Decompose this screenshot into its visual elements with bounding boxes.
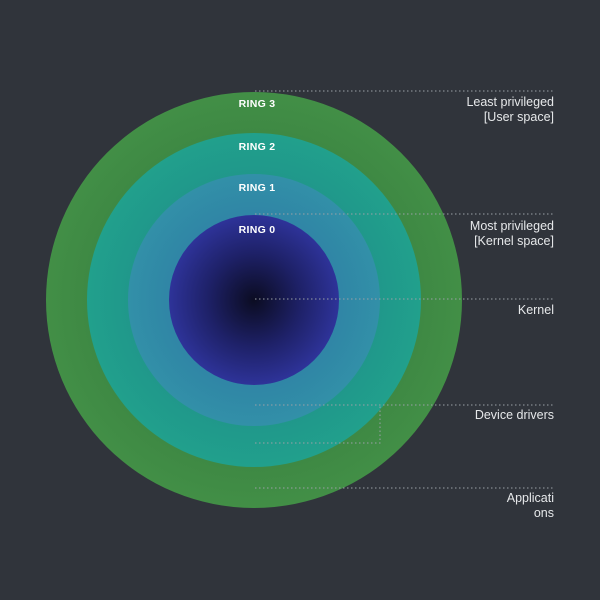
callout-most-privileged: Most privileged [Kernel space] <box>434 219 554 249</box>
ring-2-label: RING 2 <box>239 141 276 153</box>
callout-least-privileged-line2: [User space] <box>483 110 554 124</box>
ring-3-label: RING 3 <box>239 98 276 110</box>
callout-kernel: Kernel <box>434 303 554 318</box>
callout-device-drivers: Device drivers <box>434 408 554 423</box>
leader-lines <box>255 90 555 489</box>
callout-applications-line2: ons <box>533 506 554 520</box>
callout-least-privileged: Least privileged [User space] <box>434 95 554 125</box>
callout-device-drivers-line1: Device drivers <box>474 408 554 422</box>
callout-least-privileged-line1: Least privileged <box>466 95 554 109</box>
callout-applications-line1: Applicati <box>506 491 554 505</box>
ring-0-label: RING 0 <box>239 224 276 236</box>
ring-1-label: RING 1 <box>239 182 276 194</box>
ring-0-circle <box>169 215 339 385</box>
leader-device-drivers-bracket <box>255 405 381 444</box>
callout-most-privileged-line2: [Kernel space] <box>474 234 554 248</box>
callout-kernel-line1: Kernel <box>517 303 554 317</box>
callout-applications: Applicati ons <box>434 491 554 521</box>
callout-most-privileged-line1: Most privileged <box>469 219 554 233</box>
